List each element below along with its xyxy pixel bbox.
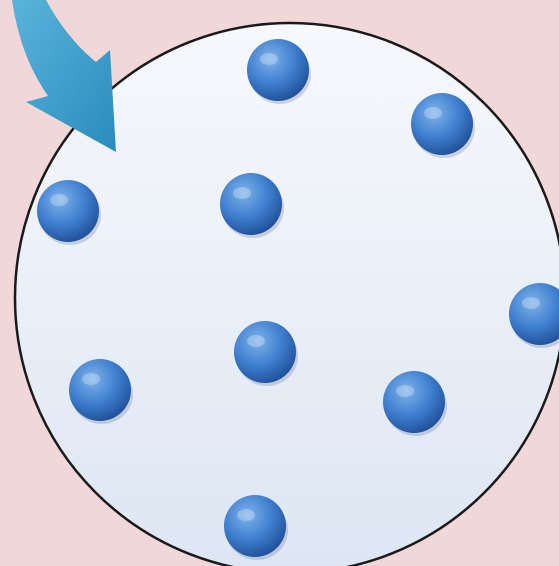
diagram-canvas xyxy=(0,0,559,566)
